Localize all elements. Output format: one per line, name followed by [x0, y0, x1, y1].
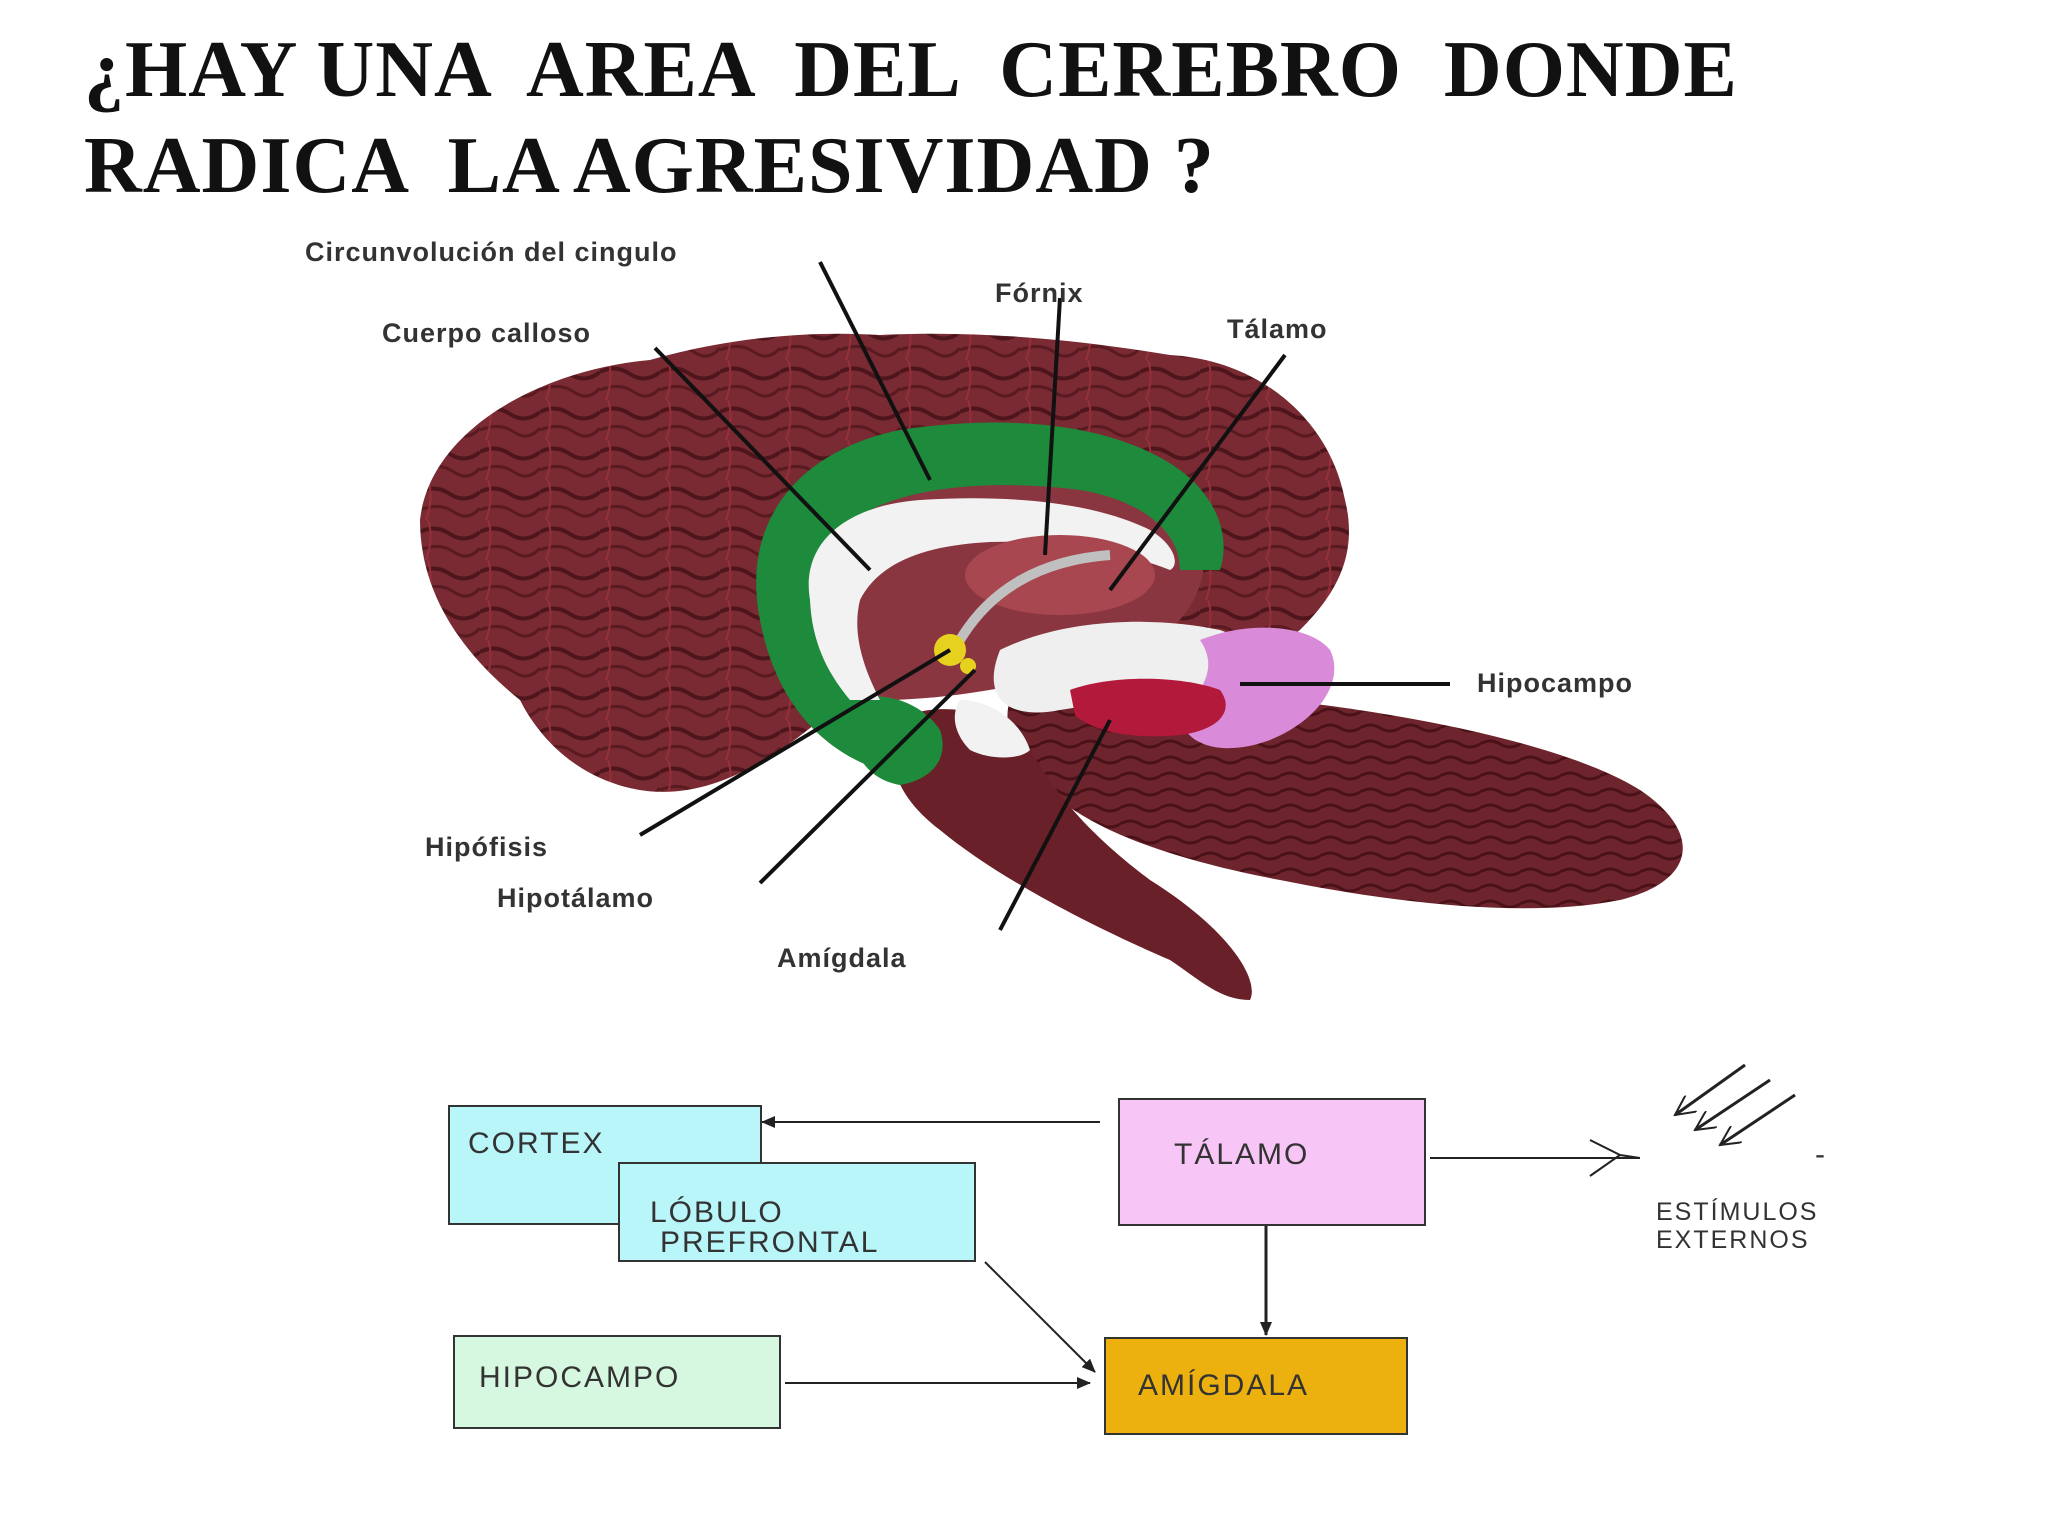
hipocampo-box: HIPOCAMPO	[453, 1335, 781, 1429]
talamo-box: TÁLAMO	[1118, 1098, 1426, 1226]
amigdala-box: AMÍGDALA	[1104, 1337, 1408, 1435]
estimulos-line-1: ESTÍMULOS	[1656, 1198, 1818, 1226]
stimuli-arrows	[1675, 1065, 1795, 1145]
arrow-lobulo-amigdala	[985, 1262, 1095, 1372]
amigdala-box-label: AMÍGDALA	[1138, 1369, 1309, 1403]
estimulos-line-2: EXTERNOS	[1656, 1226, 1818, 1254]
dash-mark: -	[1815, 1138, 1825, 1172]
lobulo-prefrontal-box: LÓBULO PREFRONTAL	[618, 1162, 976, 1262]
estimulos-externos-label: ESTÍMULOS EXTERNOS	[1656, 1198, 1818, 1254]
hipocampo-box-label: HIPOCAMPO	[479, 1361, 680, 1395]
lobulo-label-2: PREFRONTAL	[660, 1226, 879, 1260]
talamo-box-label: TÁLAMO	[1174, 1138, 1309, 1172]
cortex-label: CORTEX	[468, 1127, 604, 1161]
lobulo-label-1: LÓBULO	[650, 1196, 784, 1230]
